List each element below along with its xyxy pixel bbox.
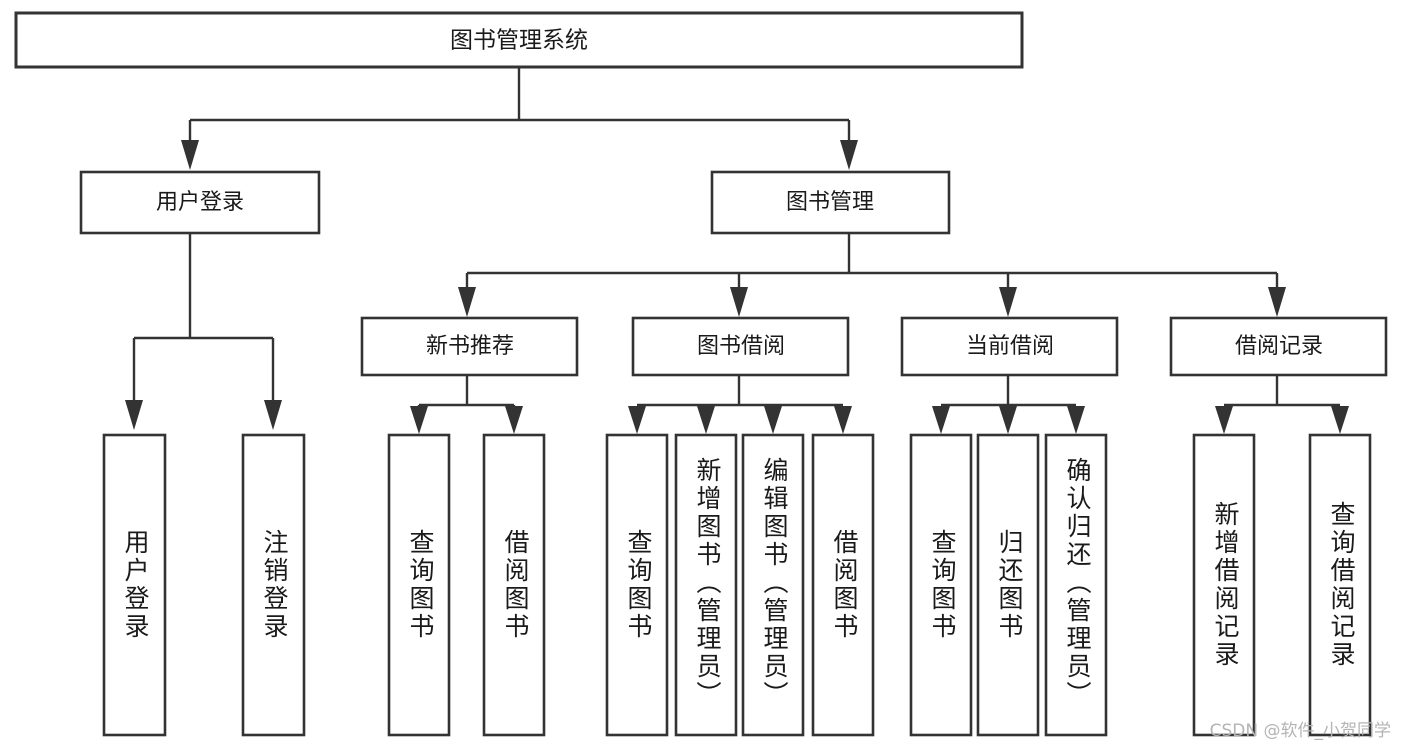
- leaf-query-record[interactable]: 查询借阅记录: [1308, 433, 1372, 737]
- leaf-borrow-book-1-label: 借阅图书: [501, 529, 530, 641]
- arrowhead-book-borrow: [730, 287, 748, 317]
- leaf-query-book-1-box[interactable]: [387, 433, 451, 737]
- leaf-borrow-book-1[interactable]: 借阅图书: [482, 433, 546, 737]
- node-current-borrow[interactable]: 当前借阅: [900, 316, 1119, 377]
- node-user-login[interactable]: 用户登录: [79, 170, 321, 235]
- leaf-user-login-label: 用户登录: [121, 529, 150, 641]
- arrowhead-leaf-query-record: [1331, 406, 1349, 434]
- leaf-return-book-label: 归还图书: [995, 529, 1024, 641]
- arrowhead-leaf-query-book-1: [410, 406, 428, 434]
- leaf-confirm-return-label: 确认归还（管理员）: [1063, 457, 1092, 709]
- leaf-borrow-book-2[interactable]: 借阅图书: [811, 433, 875, 737]
- leaf-edit-book-box[interactable]: [741, 433, 805, 737]
- leaf-confirm-return-box[interactable]: [1044, 433, 1108, 737]
- node-borrow-record-box[interactable]: [1169, 316, 1388, 377]
- arrowhead-borrow-record: [1268, 287, 1286, 317]
- leaf-logout[interactable]: 注销登录: [241, 433, 306, 737]
- node-current-borrow-box[interactable]: [900, 316, 1119, 377]
- arrowhead-current-borrow: [999, 287, 1017, 317]
- leaf-add-book[interactable]: 新增图书（管理员）: [674, 433, 738, 737]
- arrowhead-leaf-confirm-return: [1067, 406, 1085, 434]
- node-user-login-label: 用户登录: [156, 190, 244, 215]
- arrowhead-leaf-query-book-2: [628, 406, 646, 434]
- node-root-label: 图书管理系统: [450, 28, 588, 54]
- arrowhead-leaf-add-book: [697, 406, 715, 434]
- node-book-borrow[interactable]: 图书借阅: [631, 316, 850, 377]
- leaf-edit-book[interactable]: 编辑图书（管理员）: [741, 433, 805, 737]
- arrowhead-leaf-borrow-book-2: [834, 406, 852, 434]
- node-book-borrow-box[interactable]: [631, 316, 850, 377]
- node-current-borrow-label: 当前借阅: [966, 334, 1054, 359]
- leaf-query-book-1[interactable]: 查询图书: [387, 433, 451, 737]
- node-book-management[interactable]: 图书管理: [710, 170, 951, 235]
- arrowhead-leaf-return-book: [999, 406, 1017, 434]
- node-user-login-box[interactable]: [79, 170, 321, 235]
- node-book-borrow-label: 图书借阅: [697, 334, 785, 359]
- leaf-query-book-3[interactable]: 查询图书: [909, 433, 973, 737]
- node-new-book-recommend[interactable]: 新书推荐: [360, 316, 579, 377]
- leaf-query-book-2-label: 查询图书: [624, 529, 653, 641]
- leaf-borrow-book-2-box[interactable]: [811, 433, 875, 737]
- leaf-query-book-2[interactable]: 查询图书: [605, 433, 669, 737]
- arrowhead-new-book-recommend: [458, 287, 476, 317]
- arrowhead-leaf-borrow-book-1: [505, 406, 523, 434]
- leaf-add-record[interactable]: 新增借阅记录: [1192, 433, 1256, 737]
- node-new-book-recommend-box[interactable]: [360, 316, 579, 377]
- leaf-return-book-box[interactable]: [976, 433, 1040, 737]
- node-book-management-label: 图书管理: [786, 190, 874, 215]
- leaf-borrow-book-1-box[interactable]: [482, 433, 546, 737]
- arrowhead-leaf-logout: [264, 400, 282, 430]
- node-new-book-recommend-label: 新书推荐: [426, 334, 514, 359]
- node-root[interactable]: 图书管理系统: [14, 11, 1024, 69]
- leaf-return-book[interactable]: 归还图书: [976, 433, 1040, 737]
- node-borrow-record[interactable]: 借阅记录: [1169, 316, 1388, 377]
- leaf-user-login-box[interactable]: [102, 433, 167, 737]
- arrowhead-leaf-edit-book: [764, 406, 782, 434]
- leaf-query-book-3-label: 查询图书: [928, 529, 957, 641]
- leaf-add-record-label: 新增借阅记录: [1211, 501, 1240, 669]
- node-root-box[interactable]: [14, 11, 1024, 69]
- leaf-query-book-2-box[interactable]: [605, 433, 669, 737]
- leaf-logout-label: 注销登录: [260, 529, 289, 641]
- leaf-add-book-label: 新增图书（管理员）: [693, 457, 722, 709]
- arrowhead-leaf-user-login: [125, 400, 143, 430]
- arrowhead-book-management: [840, 140, 858, 170]
- arrowhead-leaf-add-record: [1215, 406, 1233, 434]
- leaf-borrow-book-2-label: 借阅图书: [830, 529, 859, 641]
- leaf-user-login[interactable]: 用户登录: [102, 433, 167, 737]
- leaf-add-book-box[interactable]: [674, 433, 738, 737]
- leaf-query-record-box[interactable]: [1308, 433, 1372, 737]
- arrowhead-leaf-query-book-3: [932, 406, 950, 434]
- node-borrow-record-label: 借阅记录: [1235, 334, 1323, 359]
- node-book-management-box[interactable]: [710, 170, 951, 235]
- leaf-add-record-box[interactable]: [1192, 433, 1256, 737]
- leaf-logout-box[interactable]: [241, 433, 306, 737]
- leaf-edit-book-label: 编辑图书（管理员）: [760, 457, 789, 709]
- leaf-query-book-3-box[interactable]: [909, 433, 973, 737]
- connector-layer: [125, 67, 1349, 434]
- leaf-query-book-1-label: 查询图书: [406, 529, 435, 641]
- leaf-confirm-return[interactable]: 确认归还（管理员）: [1044, 433, 1108, 737]
- leaf-query-record-label: 查询借阅记录: [1327, 501, 1356, 669]
- arrowhead-user-login: [181, 140, 199, 170]
